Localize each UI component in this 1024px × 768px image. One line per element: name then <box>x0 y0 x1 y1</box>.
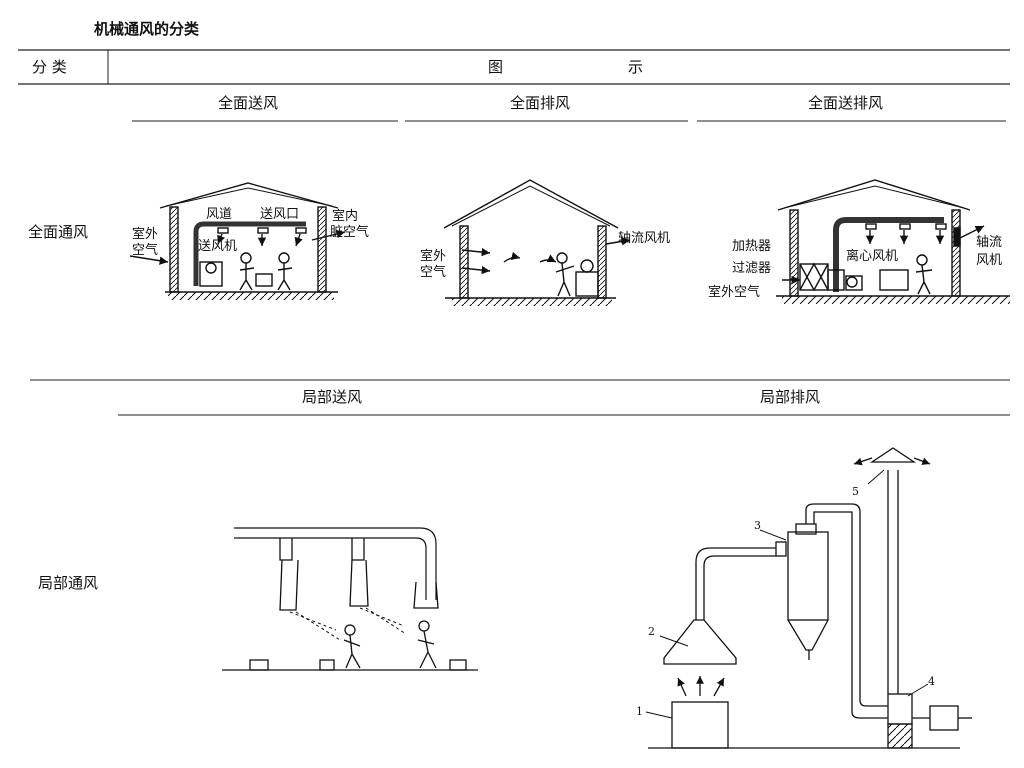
panel-title-local-supply: 局部送风 <box>302 388 363 406</box>
label-outdoor-1: 室外 <box>420 249 447 264</box>
label-duct: 风道 <box>206 207 233 222</box>
label-filter: 过滤器 <box>732 261 772 276</box>
label-indoor-2: 脏空气 <box>330 225 370 240</box>
callout-1: 1 <box>636 705 643 718</box>
table-lines <box>18 49 1010 416</box>
category-local-ventilation: 局部通风 <box>38 574 99 592</box>
label-outdoor-2: 空气 <box>132 243 159 258</box>
label-supply-outlet: 送风口 <box>260 207 300 222</box>
label-axial-fan-2: 风机 <box>976 253 1003 268</box>
category-general-ventilation: 全面通风 <box>28 223 89 241</box>
callout-3: 3 <box>754 519 761 532</box>
label-indoor-1: 室内 <box>332 209 359 224</box>
diagram-supply-ventilation <box>129 182 346 300</box>
callout-5: 5 <box>852 485 859 498</box>
panel-title-exhaust: 全面排风 <box>510 94 571 112</box>
header-figure-right: 示 <box>628 58 644 76</box>
panel-title-supply-exhaust: 全面送排风 <box>808 94 884 112</box>
label-supply-fan: 送风机 <box>198 239 238 254</box>
panel-title-supply: 全面送风 <box>218 94 279 112</box>
label-outdoor-1: 室外 <box>132 227 159 242</box>
label-axial-fan-1: 轴流 <box>976 235 1003 250</box>
label-axial-fan: 轴流风机 <box>618 231 671 246</box>
label-centrifugal-fan: 离心风机 <box>846 249 899 264</box>
page-title: 机械通风的分类 <box>94 20 200 38</box>
panel-title-local-exhaust: 局部排风 <box>760 388 821 406</box>
label-heater: 加热器 <box>732 239 772 254</box>
callout-4: 4 <box>928 675 935 688</box>
label-outdoor-2: 空气 <box>420 265 447 280</box>
header-figure-left: 图 <box>488 58 504 76</box>
diagram-local-supply <box>222 527 478 671</box>
diagram-supply-exhaust-ventilation <box>776 179 1010 304</box>
label-outdoor-air: 室外空气 <box>708 285 761 300</box>
header-category: 分 类 <box>32 58 67 76</box>
diagram-local-exhaust <box>645 447 972 749</box>
callout-2: 2 <box>648 625 655 638</box>
diagram-exhaust-ventilation <box>443 179 631 306</box>
